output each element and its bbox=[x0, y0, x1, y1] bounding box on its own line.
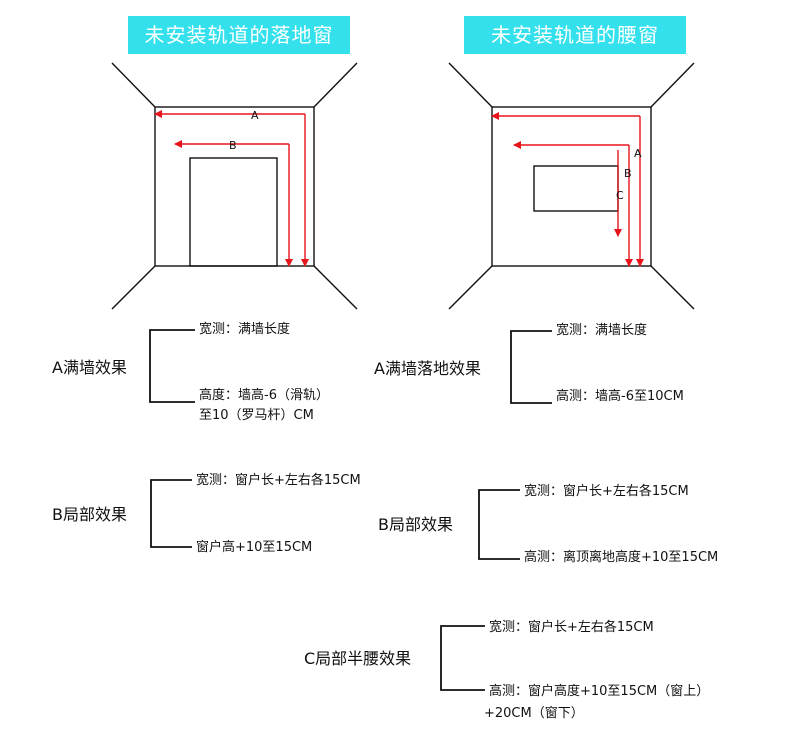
right-corner-line-br bbox=[650, 265, 695, 310]
section-a-floor-title: A满墙落地效果 bbox=[374, 359, 481, 378]
section-b-right-height: 高测：离顶离地高度+10至15CM bbox=[524, 550, 719, 565]
left-dim-label-b: B bbox=[229, 139, 237, 152]
bracket-c bbox=[440, 625, 485, 691]
left-corner-line-tr bbox=[313, 62, 358, 108]
right-back-wall bbox=[491, 106, 652, 267]
section-c-title: C局部半腰效果 bbox=[304, 649, 412, 668]
right-dim-label-c: C bbox=[616, 189, 624, 202]
waist-window-room bbox=[448, 62, 695, 310]
section-a-floor-height: 高测：墙高-6至10CM bbox=[556, 389, 684, 404]
bracket-b-right bbox=[478, 489, 520, 560]
waist-window-arrows bbox=[491, 112, 644, 267]
section-c-height-line1: 高测：窗户高度+10至15CM（窗上） bbox=[489, 684, 710, 699]
banner-waist-window: 未安装轨道的腰窗 bbox=[464, 16, 686, 54]
right-corner-line-tr bbox=[650, 62, 695, 108]
section-a-full-wall-height-line2: 至10（罗马杆）CM bbox=[199, 408, 314, 423]
section-b-left-height: 窗户高+10至15CM bbox=[196, 540, 313, 555]
section-a-full-wall-width: 宽测：满墙长度 bbox=[199, 322, 291, 337]
section-b-right-title: B局部效果 bbox=[378, 515, 453, 534]
left-corner-line-bl bbox=[111, 265, 156, 310]
section-b-left-title: B局部效果 bbox=[52, 505, 127, 524]
right-dim-label-a: A bbox=[634, 147, 642, 160]
right-corner-line-tl bbox=[448, 62, 493, 108]
left-back-wall bbox=[154, 106, 315, 267]
bracket-b-left bbox=[150, 479, 192, 548]
left-corner-line-br bbox=[313, 265, 358, 310]
banner-floor-window: 未安装轨道的落地窗 bbox=[128, 16, 350, 54]
left-floor-window bbox=[189, 157, 278, 267]
bracket-a-left bbox=[149, 329, 195, 403]
section-b-right-width: 宽测：窗户长+左右各15CM bbox=[524, 484, 689, 499]
section-b-left-width: 宽测：窗户长+左右各15CM bbox=[196, 473, 361, 488]
right-waist-window bbox=[533, 165, 619, 212]
brackets bbox=[149, 329, 552, 691]
bracket-a-right bbox=[510, 330, 552, 404]
left-corner-line-tl bbox=[111, 62, 156, 108]
right-corner-line-bl bbox=[448, 265, 493, 310]
section-a-full-wall-title: A满墙效果 bbox=[52, 358, 127, 377]
section-c-width: 宽测：窗户长+左右各15CM bbox=[489, 620, 654, 635]
left-dim-label-a: A bbox=[251, 109, 259, 122]
section-a-floor-width: 宽测：满墙长度 bbox=[556, 323, 648, 338]
section-c-height-line2: +20CM（窗下） bbox=[484, 706, 584, 721]
right-dim-label-b: B bbox=[624, 167, 632, 180]
floor-window-arrows bbox=[154, 110, 309, 267]
section-a-full-wall-height-line1: 高度：墙高-6（滑轨） bbox=[199, 388, 329, 403]
floor-window-room bbox=[111, 62, 358, 310]
